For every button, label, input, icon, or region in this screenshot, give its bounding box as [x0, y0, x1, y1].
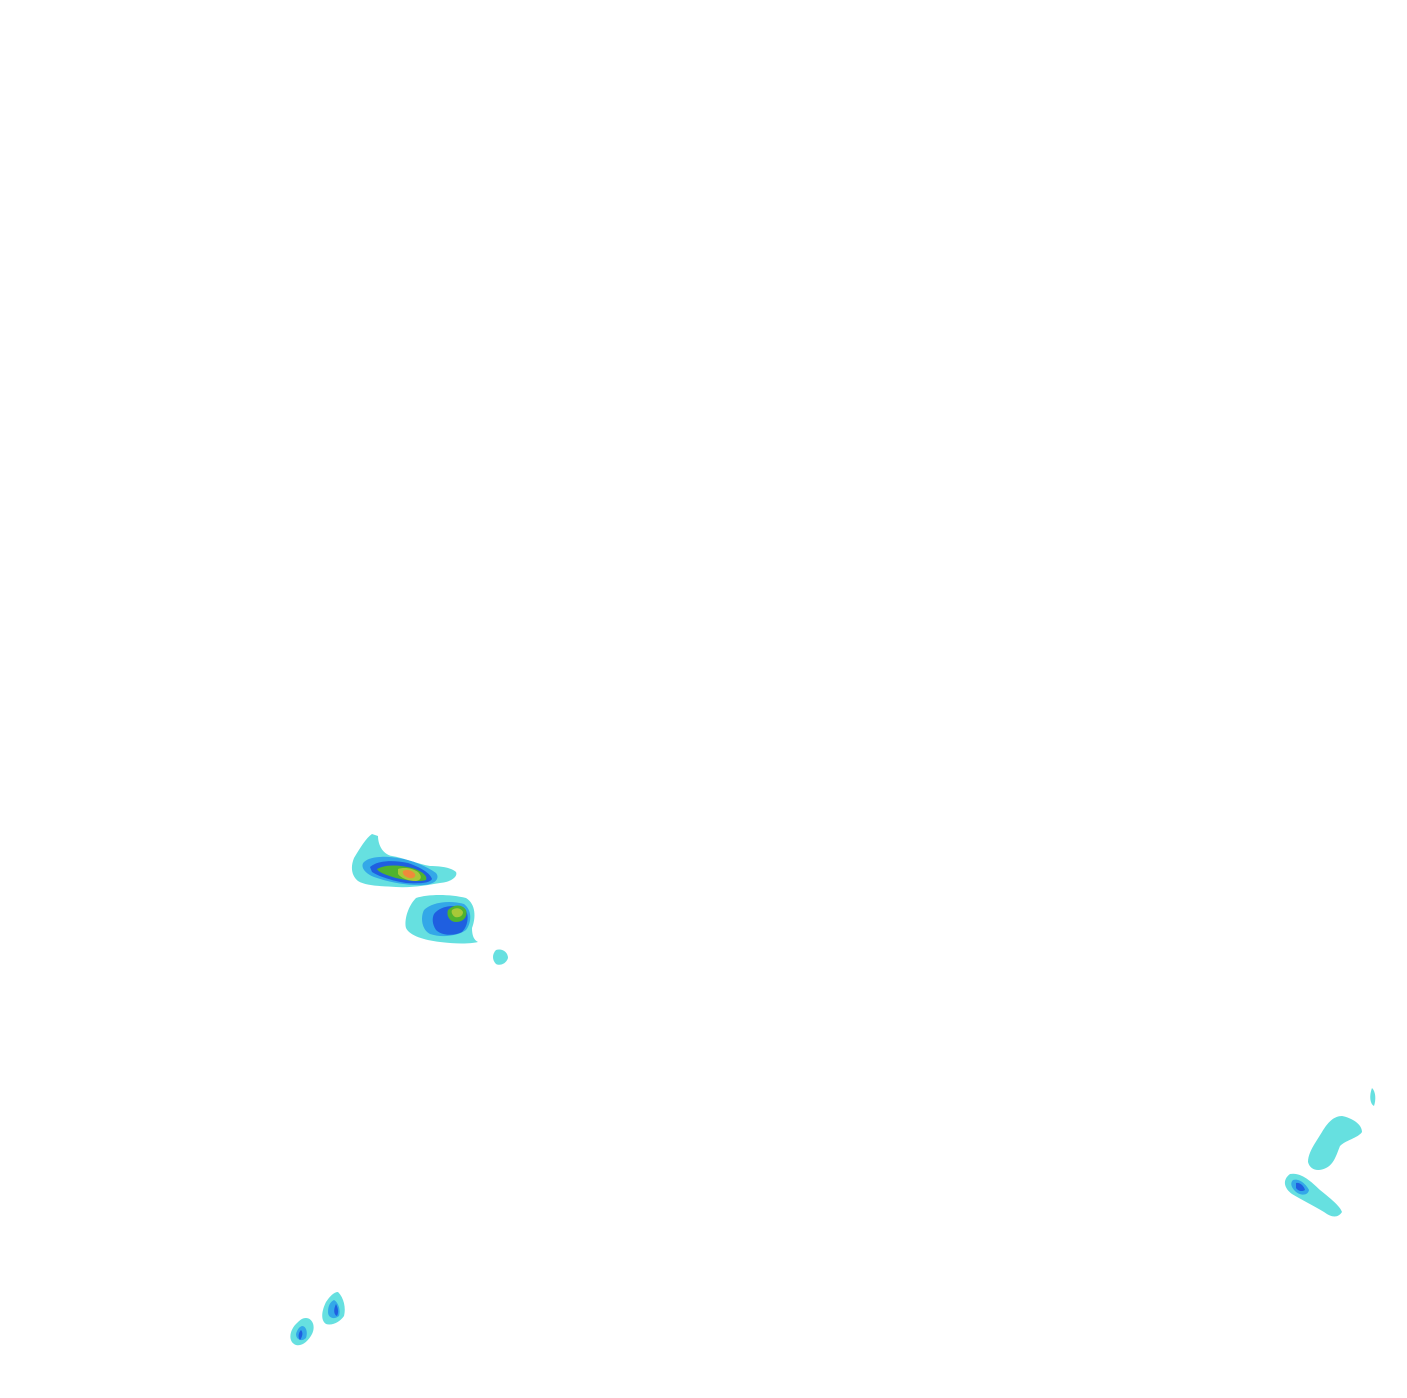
contour-level-3	[298, 1330, 303, 1340]
cell-small-speck	[493, 949, 508, 965]
cell-south-west-a	[322, 1292, 345, 1325]
contour-level-6	[402, 870, 416, 879]
contour-level-1	[1370, 1088, 1376, 1106]
contour-level-1	[1308, 1116, 1362, 1170]
contour-level-1	[493, 949, 508, 965]
cell-east-upper	[1308, 1116, 1362, 1170]
cell-east-lower	[1284, 1173, 1342, 1217]
contour-level-3	[1296, 1182, 1305, 1192]
cell-north-west-upper	[351, 834, 457, 888]
cell-east-edge	[1370, 1088, 1376, 1106]
cell-south-west-b	[290, 1318, 314, 1346]
contour-level-5	[451, 908, 463, 918]
cell-north-west-lower	[405, 895, 478, 944]
contour-level-3	[334, 1304, 339, 1316]
